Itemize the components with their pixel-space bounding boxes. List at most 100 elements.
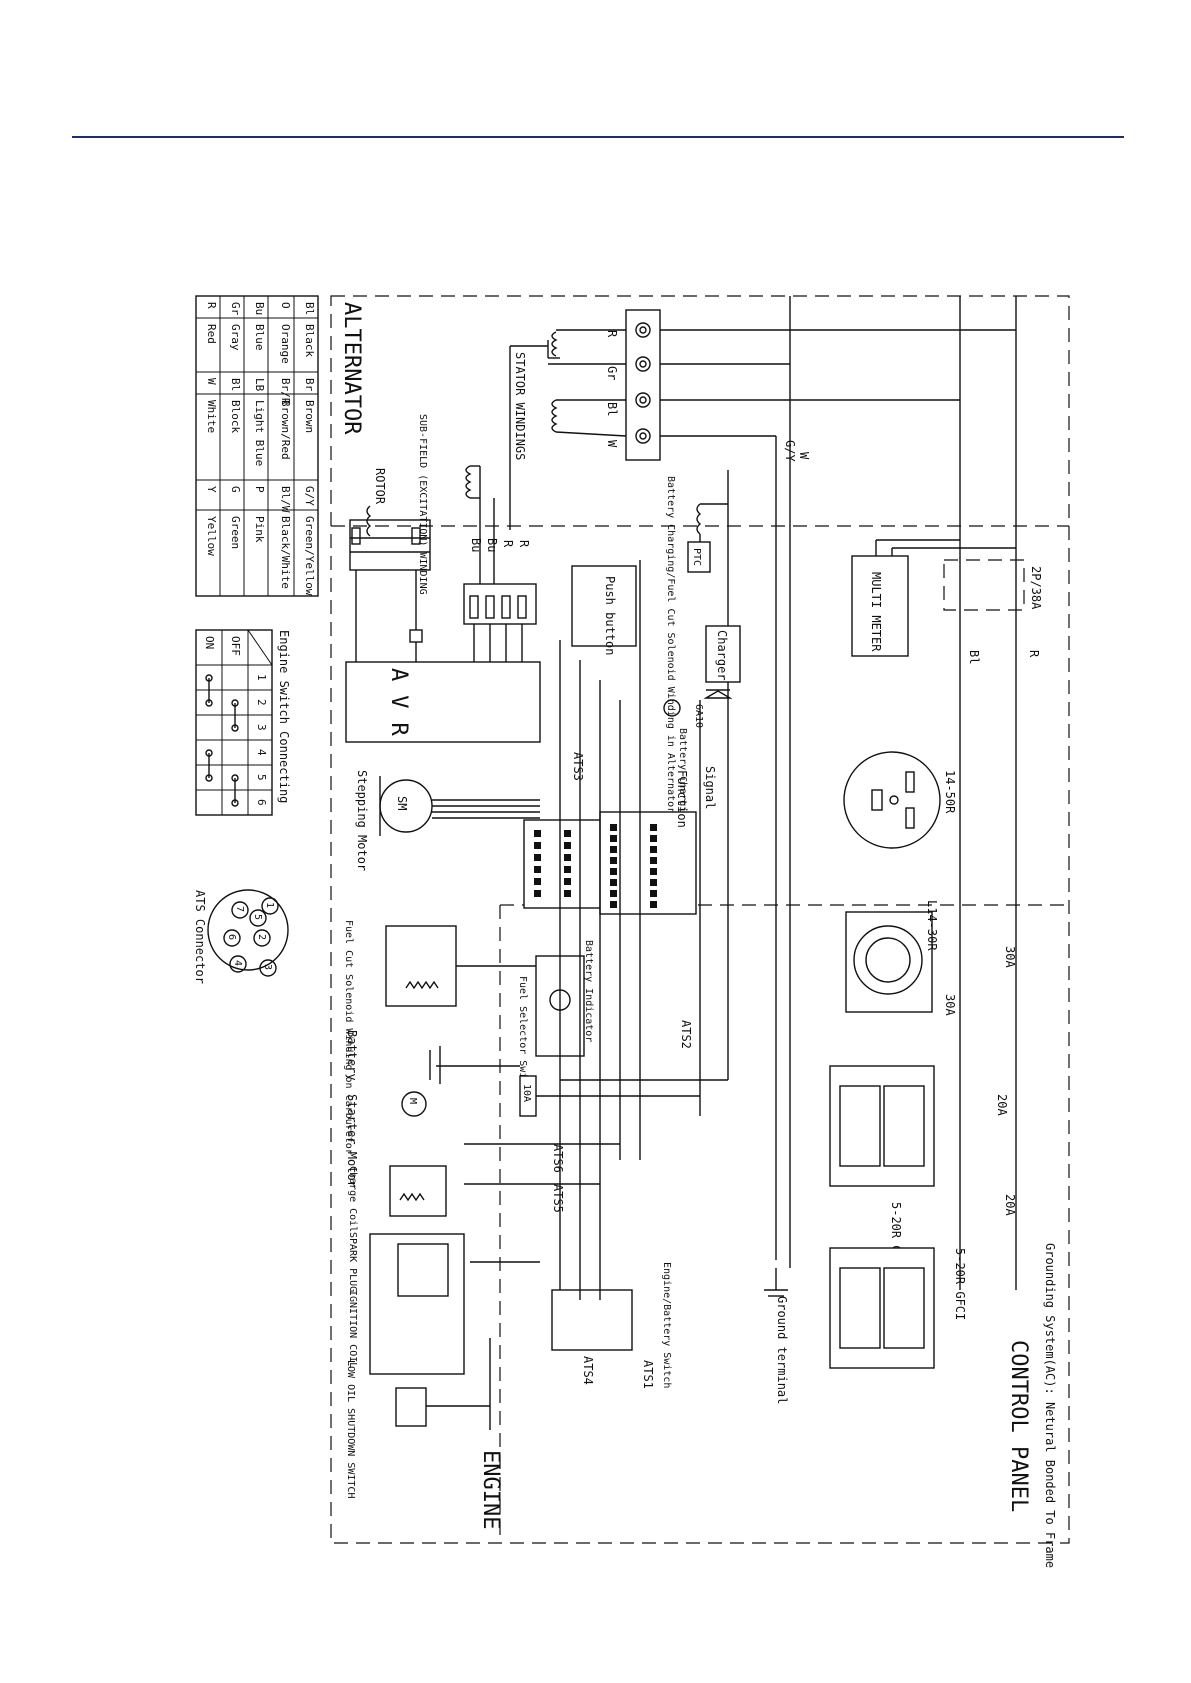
push-button-label: Push button bbox=[603, 576, 617, 655]
ats-pin bbox=[253, 929, 271, 947]
starter-symbol: M bbox=[407, 1098, 418, 1104]
avr-label: AVR bbox=[386, 668, 411, 750]
engine-battery-switch[interactable]: Engine/Battery Switch ATS1 ATS4 bbox=[551, 1262, 672, 1389]
ptc-label: PTC bbox=[691, 548, 702, 566]
batt-charging-label: Battery Charging/Fuel Cut Solenoid Windi… bbox=[665, 476, 676, 813]
rotor-terminal-strip: Bu Bu R R bbox=[463, 538, 537, 625]
main-breaker: 2P/38A bbox=[943, 296, 1043, 1290]
stator-wire-w: W bbox=[605, 440, 619, 448]
switch-col-3: 3 bbox=[255, 724, 268, 731]
harness-pin bbox=[650, 824, 657, 831]
legend-cell: G/Y bbox=[303, 486, 316, 506]
engine-title: ENGINE bbox=[478, 1450, 503, 1529]
switch-col-5: 5 bbox=[255, 774, 268, 781]
charger-label: Charger bbox=[715, 630, 729, 681]
battery: Battery bbox=[345, 1030, 441, 1084]
fuel-cut-solenoid: Fuel Cut Solenoid Winding on Carburetor bbox=[343, 920, 457, 1155]
ground-terminal-label: Ground terminal bbox=[775, 1296, 789, 1404]
diode-label: 6A10 bbox=[693, 704, 704, 728]
harness-pin bbox=[534, 830, 541, 837]
low-oil-switch: LOW OIL SHUTDOWN SWITCH bbox=[345, 1360, 427, 1498]
bus-label-w: W bbox=[797, 452, 811, 460]
harness-pin bbox=[564, 842, 571, 849]
ats-pin-label: 5 bbox=[252, 914, 263, 920]
harness-pin bbox=[534, 878, 541, 885]
breaker-20a-1: 20A bbox=[995, 1094, 1009, 1116]
legend-cell: P bbox=[253, 486, 266, 493]
legend-cell: Br bbox=[303, 378, 316, 392]
main-breaker-label: 2P/38A bbox=[1029, 566, 1043, 610]
switch-row-on: ON bbox=[203, 636, 216, 649]
switch-row-off: OFF bbox=[229, 636, 242, 656]
harness-pin bbox=[650, 857, 657, 864]
fuel-cut-label: Fuel Cut Solenoid Winding on Carburetor bbox=[343, 920, 354, 1155]
breaker-30a-2: 30A bbox=[943, 994, 957, 1016]
control-panel-title: CONTROL PANEL bbox=[1006, 1340, 1031, 1512]
legend-cell: Block bbox=[229, 400, 242, 433]
push-button[interactable]: Push button bbox=[571, 565, 637, 655]
legend-cell: Y bbox=[205, 486, 218, 493]
ats4-label: ATS4 bbox=[581, 1356, 595, 1385]
legend-cell: Gr bbox=[229, 302, 242, 316]
legend-cell: Bl/W bbox=[279, 486, 292, 513]
legend-cell: Gray bbox=[229, 324, 242, 351]
switch-col-1: 1 bbox=[255, 674, 268, 681]
legend-cell: Bl bbox=[303, 302, 316, 315]
ptc: PTC bbox=[687, 503, 728, 573]
legend-cell: Blue bbox=[253, 324, 266, 351]
stator-wire-gr: Gr bbox=[605, 366, 619, 380]
avr-module: AVR bbox=[345, 624, 541, 750]
stator-wire-bl: Bl bbox=[605, 402, 619, 416]
stator-windings bbox=[509, 329, 627, 530]
switch-contacts bbox=[205, 674, 239, 807]
receptacle-l14-30r: L14-30R bbox=[845, 900, 939, 1013]
legend-cell: White bbox=[205, 400, 218, 433]
ats1-label: ATS1 bbox=[641, 1360, 655, 1389]
alternator-title: ALTERNATOR bbox=[339, 302, 364, 435]
ats6-label: ATS6 bbox=[551, 1144, 565, 1173]
strip-bu-1: Bu bbox=[469, 538, 483, 552]
ats-pin-label: 1 bbox=[264, 902, 275, 908]
harness-pin bbox=[650, 835, 657, 842]
legend-cell: Green/Yellow bbox=[303, 516, 316, 596]
ats-pin-label: 4 bbox=[232, 960, 243, 966]
legend-cell: Brown/Red bbox=[279, 400, 292, 460]
harness-pin bbox=[650, 879, 657, 886]
harness-pin bbox=[610, 857, 617, 864]
stepping-motor-symbol: SM bbox=[395, 796, 409, 810]
strip-r-2: R bbox=[517, 540, 531, 548]
battery-label: Battery bbox=[345, 1030, 359, 1081]
strip-r-1: R bbox=[501, 540, 515, 548]
legend-cell: Orange bbox=[279, 324, 292, 364]
subfield-winding bbox=[465, 465, 495, 590]
charge-coil: Charge Coil bbox=[347, 1165, 447, 1232]
legend-cell: Black bbox=[303, 324, 316, 357]
legend-cell: Light Blue bbox=[253, 400, 266, 466]
battery-charging-port[interactable]: Battery Charging Port bbox=[663, 699, 688, 854]
harness-pin bbox=[534, 854, 541, 861]
charge-coil-label: Charge Coil bbox=[347, 1166, 358, 1232]
harness-pin bbox=[564, 890, 571, 897]
rotor-label: ROTOR bbox=[373, 468, 387, 505]
harness-pin bbox=[564, 854, 571, 861]
ats-harness-connector: Signal Function ATS3 ATS2 bbox=[523, 752, 717, 1049]
legend-cell: G bbox=[229, 486, 242, 493]
engine-switch-table: Engine Switch Connecting 1 2 3 4 5 6 OFF… bbox=[195, 629, 291, 816]
stepping-motor-label: Stepping Motor bbox=[355, 770, 369, 871]
engine-battery-switch-label: Engine/Battery Switch bbox=[661, 1262, 672, 1388]
ats-pin-label: 6 bbox=[226, 934, 237, 940]
recept-520-2-label: 5-20R GFCI bbox=[953, 1248, 967, 1320]
engine-switch-title: Engine Switch Connecting bbox=[277, 630, 291, 803]
charging-port-label: Battery Charging Port bbox=[677, 728, 688, 854]
ats-pin bbox=[259, 959, 277, 977]
bus-label-gy: G/Y bbox=[783, 440, 797, 462]
ats-connector-label: ATS Connector bbox=[193, 890, 207, 984]
subfield-label: SUB-FIELD (EXCITATION) WINDING bbox=[417, 414, 428, 595]
receptacle-5-20r-1: 5-20R GFCI bbox=[829, 1065, 935, 1274]
ground-terminal: Ground terminal bbox=[764, 1268, 789, 1404]
battery-indicator-label: Battery Indicator bbox=[583, 940, 594, 1042]
legend-cell: W bbox=[205, 378, 218, 385]
stator-terminal-block: R Gr Bl W bbox=[605, 309, 661, 461]
legend-cell: Black/White bbox=[279, 516, 292, 589]
